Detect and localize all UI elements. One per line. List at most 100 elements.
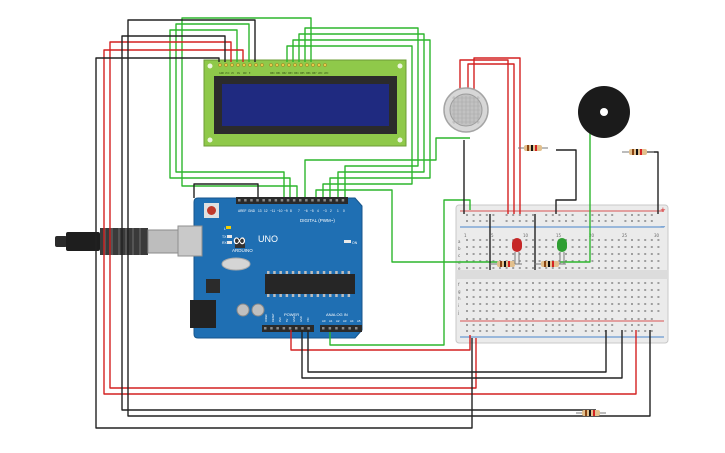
- breadboard-hole: [584, 267, 587, 269]
- breadboard-hole: [558, 220, 561, 222]
- wire-green[interactable]: [298, 33, 425, 197]
- pin-number-labels: 13 12 ~11 ~10 ~9 8 7 ~6 ~5 4 ~3 2 1 0: [258, 209, 345, 213]
- wire-green[interactable]: [169, 29, 291, 197]
- resistor[interactable]: [622, 149, 654, 155]
- breadboard-hole: [532, 296, 534, 298]
- breadboard-hole: [518, 220, 521, 222]
- breadboard-hole: [538, 260, 541, 262]
- header-hole: [299, 199, 302, 202]
- breadboard-hole: [657, 282, 660, 284]
- breadboard-hole: [512, 289, 515, 291]
- breadboard-hole: [624, 330, 627, 332]
- wire-green[interactable]: [181, 17, 312, 197]
- breadboard-hole: [525, 239, 528, 241]
- wire-green[interactable]: [304, 137, 470, 197]
- breadboard-hole: [472, 324, 475, 326]
- breadboard-hole: [558, 253, 561, 255]
- led-red[interactable]: [512, 238, 522, 264]
- breadboard-hole: [578, 289, 581, 291]
- pin-label: ~10: [277, 209, 283, 213]
- breadboard-hole: [604, 246, 607, 248]
- header-hole: [250, 199, 253, 202]
- wire-red[interactable]: [103, 49, 637, 395]
- wire-red[interactable]: [473, 57, 521, 214]
- wire-red[interactable]: [467, 63, 515, 214]
- breadboard-hole: [565, 318, 567, 320]
- lcd-display[interactable]: GND VCC V0 RS RW E DB0 DB1 DB2 DB3 DB4 D…: [203, 59, 407, 147]
- lcd-pin: [224, 63, 228, 67]
- breadboard-hole: [631, 282, 633, 284]
- breadboard-hole: [565, 260, 567, 262]
- lcd-pin: [323, 63, 327, 67]
- pin-label: 1: [337, 209, 339, 213]
- pin-label: 0: [343, 209, 345, 213]
- header-hole: [355, 327, 358, 330]
- usb-cable[interactable]: [55, 228, 179, 255]
- resistor[interactable]: [490, 261, 522, 267]
- breadboard-hole: [485, 220, 488, 222]
- breadboard-hole: [604, 296, 607, 298]
- wire-black[interactable]: [301, 330, 623, 379]
- reset-button[interactable]: [207, 206, 216, 215]
- breadboard-hole: [505, 310, 508, 312]
- breadboard-hole: [598, 310, 600, 312]
- breadboard-hole: [631, 318, 633, 320]
- chip-pin: [279, 294, 282, 297]
- usb-ridge: [118, 228, 120, 255]
- wire-black[interactable]: [193, 183, 259, 198]
- breadboard-hole: [637, 260, 640, 262]
- breadboard-hole: [558, 324, 561, 326]
- breadboard-hole: [637, 253, 640, 255]
- breadboard-hole: [624, 253, 627, 255]
- breadboard-hole: [624, 318, 627, 320]
- wire-red[interactable]: [109, 41, 477, 389]
- chip-pin: [273, 271, 276, 274]
- breadboard-hole: [538, 289, 541, 291]
- breadboard-hole: [617, 260, 620, 262]
- gas-sensor[interactable]: [443, 87, 489, 133]
- wire-green[interactable]: [292, 39, 431, 197]
- breadboard-hole: [485, 289, 488, 291]
- wire-black[interactable]: [95, 57, 473, 429]
- pin-label: ~9: [284, 209, 288, 213]
- wire-green[interactable]: [315, 189, 500, 263]
- breadboard-hole: [617, 246, 620, 248]
- header-hole: [292, 199, 296, 202]
- pin-label: ~3: [323, 209, 327, 213]
- wire-black[interactable]: [127, 19, 651, 417]
- analog-pin-label: A4: [350, 319, 354, 323]
- wire-green[interactable]: [175, 23, 285, 197]
- resistor[interactable]: [518, 145, 548, 151]
- chip-pin: [329, 294, 332, 297]
- lcd-pin-label: DB3: [288, 72, 293, 75]
- wire-green[interactable]: [329, 199, 471, 346]
- breadboard-hole: [492, 324, 495, 326]
- wire-red[interactable]: [290, 330, 471, 351]
- wire-red[interactable]: [459, 59, 509, 214]
- breadboard-hole: [472, 330, 475, 332]
- breadboard-hole: [657, 296, 660, 298]
- wire-black[interactable]: [121, 35, 596, 411]
- breadboard-hole: [611, 214, 614, 216]
- piezo-buzzer[interactable]: [578, 86, 630, 138]
- resistor[interactable]: [576, 410, 606, 416]
- lcd-pins: [218, 63, 327, 67]
- breadboard-hole: [591, 246, 594, 248]
- breadboard-hole: [505, 267, 508, 269]
- breadboard[interactable]: + − 1 5 10 15 20 25 30 a b c d e f g h i…: [455, 204, 669, 344]
- breadboard-hole: [637, 296, 640, 298]
- breadboard-hole: [598, 220, 600, 222]
- uno-label: UNO: [258, 234, 278, 244]
- led-green[interactable]: [557, 238, 567, 264]
- wire-black[interactable]: [307, 330, 607, 373]
- resistor[interactable]: [534, 261, 566, 267]
- usb-ridge: [139, 228, 141, 255]
- arduino-uno-board[interactable]: AREF GND 13 12 ~11 ~10 ~9 8 7 ~6 ~5 4 ~3…: [177, 197, 363, 339]
- breadboard-hole: [512, 303, 515, 305]
- breadboard-hole: [551, 282, 554, 284]
- wire-green[interactable]: [286, 45, 413, 197]
- breadboard-hole: [604, 310, 607, 312]
- breadboard-hole: [466, 282, 468, 284]
- wire-black[interactable]: [555, 149, 577, 214]
- wire-green[interactable]: [560, 130, 591, 263]
